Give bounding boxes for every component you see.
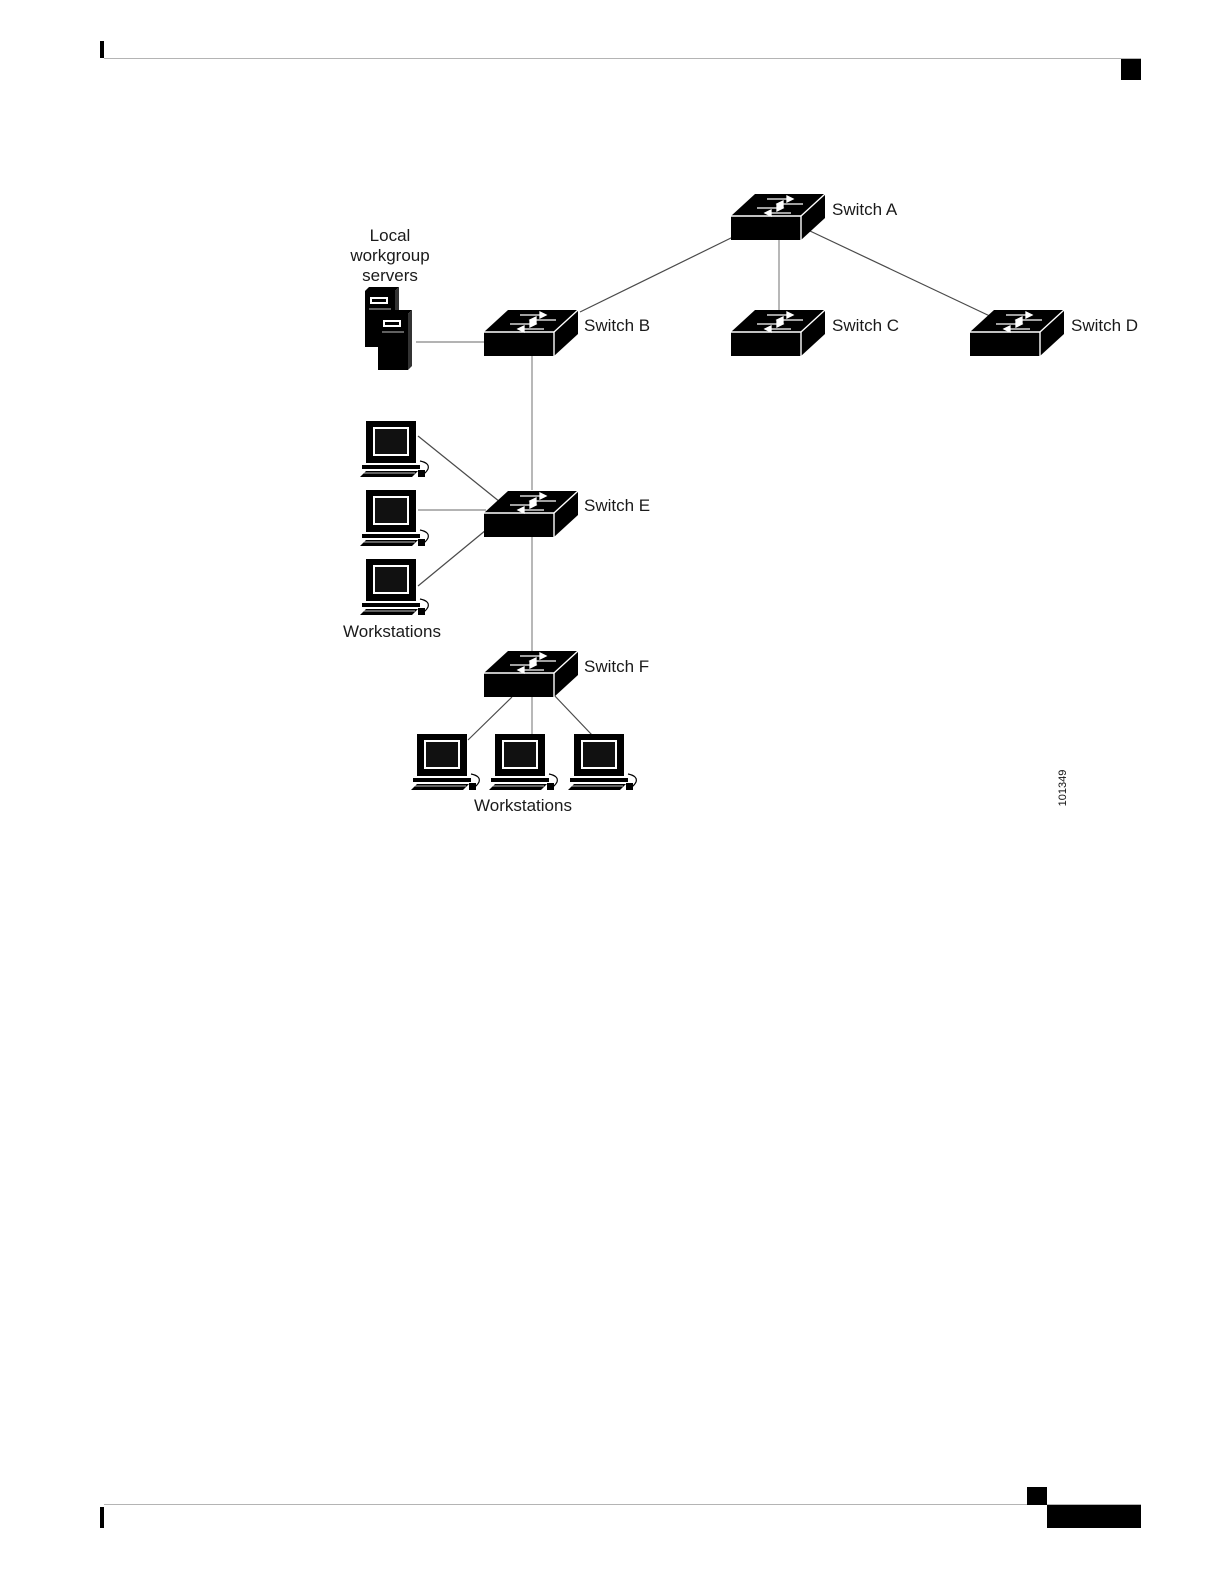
switch-a-icon	[731, 194, 825, 240]
switch-e-icon	[484, 491, 578, 537]
servers-label-line1: Local	[370, 226, 411, 245]
link-f-ws6	[553, 694, 592, 735]
switch-c-icon	[731, 310, 825, 356]
workstations-label-bottom: Workstations	[474, 796, 572, 815]
workstation-icon	[568, 734, 636, 790]
switch-a-label: Switch A	[832, 200, 898, 219]
link-f-ws4	[468, 697, 512, 740]
workstation-icon	[360, 421, 428, 477]
workstation-icon	[411, 734, 479, 790]
switch-b-label: Switch B	[584, 316, 650, 335]
server-icon	[378, 310, 412, 370]
link-a-d	[810, 231, 994, 318]
workstation-icon	[489, 734, 557, 790]
switch-f-icon	[484, 651, 578, 697]
servers-label-line3: servers	[362, 266, 418, 285]
servers-label-line2: workgroup	[349, 246, 429, 265]
figure-id: 101349	[1057, 770, 1069, 807]
link-e-ws1	[418, 436, 500, 502]
workstation-icon	[360, 559, 428, 615]
switch-e-label: Switch E	[584, 496, 650, 515]
link-a-b	[580, 237, 733, 312]
switch-b-icon	[484, 310, 578, 356]
switch-f-label: Switch F	[584, 657, 649, 676]
workstation-icon	[360, 490, 428, 546]
switch-c-label: Switch C	[832, 316, 899, 335]
workstations-label-left: Workstations	[343, 622, 441, 641]
switch-d-icon	[970, 310, 1064, 356]
switch-d-label: Switch D	[1071, 316, 1138, 335]
